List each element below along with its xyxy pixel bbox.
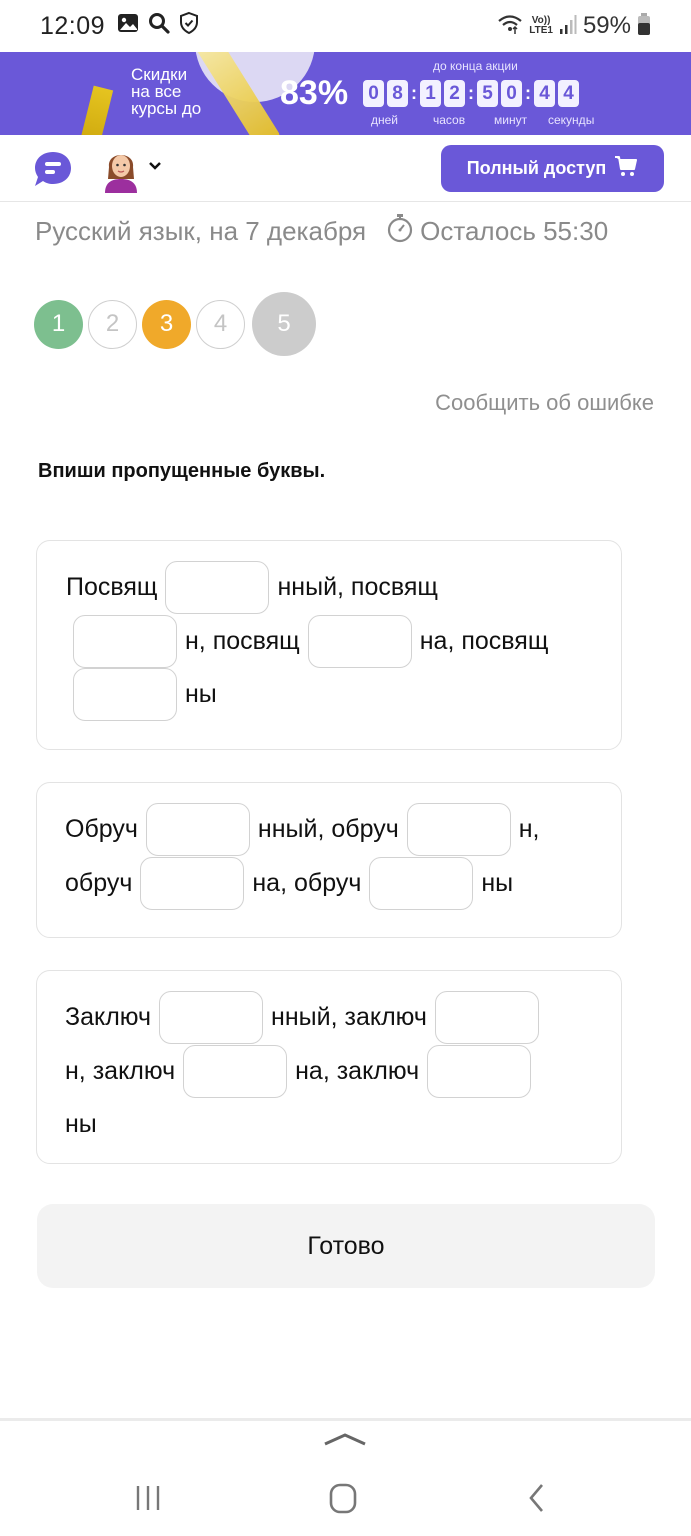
exercise-card-3: Заключ нный, заключ н, заключ на, заключ…	[36, 970, 622, 1164]
promo-banner[interactable]: Скидки на все курсы до 83% до конца акци…	[0, 52, 691, 135]
letter-input[interactable]	[145, 803, 250, 857]
volte-lte-icon: Vo)) LTE1	[529, 15, 553, 36]
nav-divider	[0, 1418, 691, 1421]
word-fragment: ны	[65, 1110, 97, 1139]
word-fragment: обруч	[65, 868, 133, 897]
app-header: Полный доступ	[0, 135, 691, 202]
countdown-digit: 0	[501, 80, 522, 107]
letter-input[interactable]	[73, 614, 177, 668]
countdown-digit: 0	[363, 80, 384, 107]
step-2[interactable]: 2	[88, 299, 137, 349]
shield-check-icon	[179, 11, 199, 42]
step-3[interactable]: 3	[142, 299, 191, 349]
word-fragment: Обруч	[65, 815, 138, 844]
chevron-up-icon[interactable]	[322, 1430, 368, 1450]
word-fragment: нный, посвящ	[277, 573, 438, 602]
letter-input[interactable]	[140, 856, 245, 910]
letter-input[interactable]	[73, 668, 177, 722]
letter-input[interactable]	[165, 561, 270, 615]
promo-text: Скидки на все курсы до	[131, 65, 202, 118]
countdown-digit: 5	[477, 80, 498, 107]
gallery-icon	[117, 12, 139, 41]
exercise-card-2: Обруч нный, обруч н, обруч на, обруч ны	[36, 782, 622, 938]
letter-input[interactable]	[183, 1044, 288, 1098]
step-1[interactable]: 1	[34, 299, 83, 349]
word-fragment: Заключ	[65, 1003, 152, 1032]
word-fragment: на, заключ	[295, 1056, 420, 1085]
chat-bubble-icon[interactable]	[33, 150, 73, 188]
step-5[interactable]: 5	[252, 292, 316, 356]
decor-ribbon	[76, 85, 114, 135]
step-4[interactable]: 4	[196, 299, 245, 349]
signal-icon	[559, 13, 577, 40]
time-remaining: Осталось 55:30	[420, 216, 609, 246]
unit-hours: часов	[433, 113, 466, 127]
task-stepper: 1 2 3 4 5	[34, 292, 321, 356]
letter-input[interactable]	[427, 1044, 532, 1098]
status-bar: 12:09 Vo)) LTE1 59%	[0, 0, 691, 52]
countdown-digit: 2	[444, 80, 465, 107]
countdown-label: до конца акции	[433, 59, 518, 73]
back-icon[interactable]	[518, 1478, 558, 1518]
word-fragment: ны	[185, 680, 217, 709]
done-button[interactable]: Готово	[37, 1204, 655, 1288]
battery-icon	[637, 12, 651, 41]
chevron-down-icon[interactable]	[147, 159, 163, 171]
countdown-digit: 1	[420, 80, 441, 107]
word-fragment: на, посвящ	[419, 626, 549, 655]
search-icon	[147, 11, 171, 42]
letter-input[interactable]	[406, 803, 511, 857]
letter-input[interactable]	[369, 856, 474, 910]
full-access-button[interactable]: Полный доступ	[441, 145, 664, 192]
countdown-digit: 8	[387, 80, 408, 107]
word-fragment: ны	[481, 868, 514, 897]
word-fragment: Посвящ	[66, 573, 158, 602]
lesson-title: Русский язык, на 7 декабря	[35, 216, 367, 246]
wifi-icon	[497, 13, 523, 40]
home-icon[interactable]	[323, 1478, 363, 1518]
clock: 12:09	[40, 11, 106, 40]
report-error-link[interactable]: Сообщить об ошибке	[435, 390, 654, 415]
countdown-digit: 4	[558, 80, 579, 107]
unit-days: дней	[371, 113, 399, 127]
countdown-digit: 4	[534, 80, 555, 107]
letter-input[interactable]	[307, 614, 412, 668]
battery-percent: 59%	[582, 12, 631, 39]
countdown-timer: 0 8 : 1 2 : 5 0 : 4 4	[363, 80, 582, 107]
task-instruction: Впиши пропущенные буквы.	[38, 460, 326, 482]
unit-minutes: минут	[494, 113, 528, 127]
exercise-card-1: Посвящ нный, посвящ н, посвящ на, посвящ…	[36, 540, 622, 750]
word-fragment: н, заключ	[65, 1056, 176, 1085]
letter-input[interactable]	[434, 991, 539, 1045]
user-avatar[interactable]	[101, 145, 141, 193]
word-fragment: н,	[518, 815, 540, 844]
word-fragment: н, посвящ	[185, 626, 300, 655]
lesson-info: Русский язык, на 7 декабря Осталось 55:3…	[35, 213, 608, 250]
letter-input[interactable]	[159, 991, 264, 1045]
unit-seconds: секунды	[548, 113, 595, 127]
word-fragment: нный, обруч	[257, 815, 399, 844]
word-fragment: на, обруч	[252, 868, 362, 897]
discount-percent: 83%	[280, 74, 349, 112]
recents-icon[interactable]	[130, 1478, 170, 1518]
cart-icon	[614, 155, 638, 182]
word-fragment: нный, заключ	[271, 1003, 427, 1032]
stopwatch-icon	[386, 213, 414, 250]
